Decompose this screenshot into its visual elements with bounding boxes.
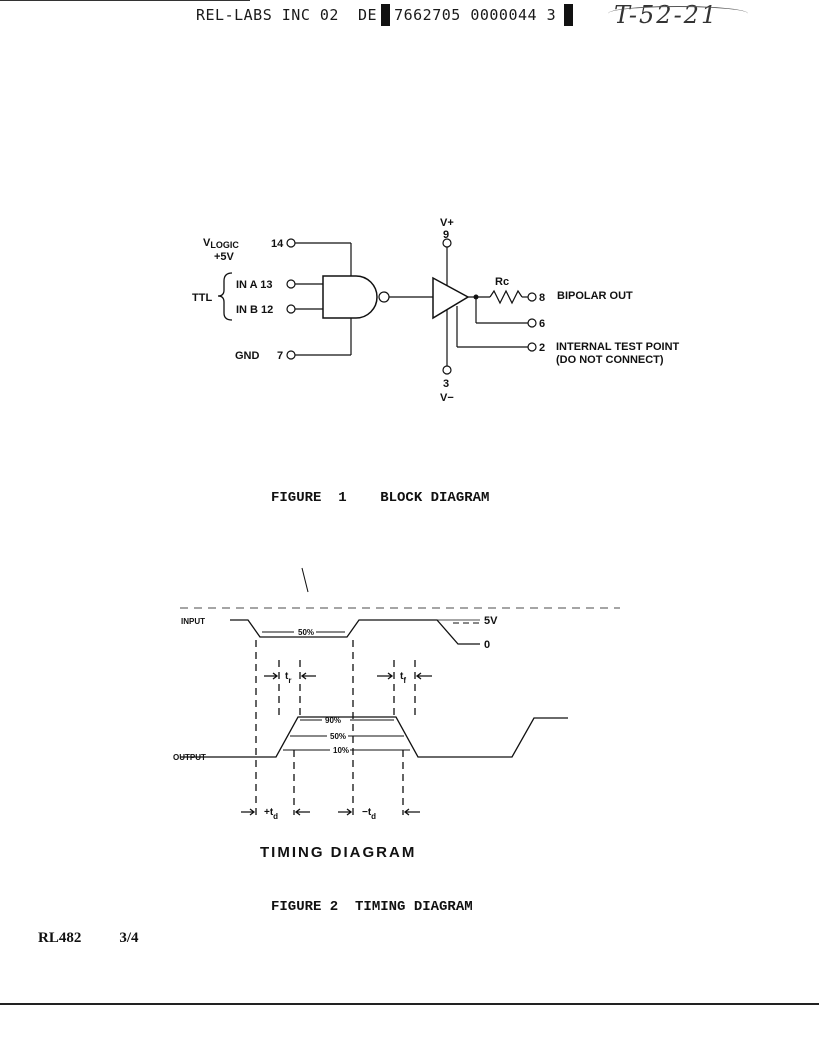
ten-percent-label: 10%: [333, 746, 349, 755]
bottom-rule: [0, 1003, 819, 1005]
bipolar-out-label: BIPOLAR OUT: [557, 290, 633, 302]
driver-amplifier-icon: [432, 276, 470, 320]
level-5v-label: 5V: [484, 615, 498, 627]
pin-2-terminal: [527, 342, 537, 352]
pin-8-label: 8: [539, 292, 545, 304]
rc-resistor-icon: [489, 289, 523, 305]
footer-part-number: RL482: [38, 930, 82, 946]
tf-arrow-left-icon: [377, 672, 394, 680]
vplus-label: V+: [440, 217, 454, 229]
block-diagram: VLOGIC +5V 14 TTL IN A 13 IN B 12 GND 7 …: [192, 217, 680, 404]
header-code: 7662705 0000044 3: [394, 6, 557, 24]
rc-label: Rc: [495, 276, 509, 288]
vlogic-label: VLOGIC: [203, 237, 239, 250]
pin-7-terminal: [286, 350, 296, 360]
pin-8-terminal: [527, 292, 537, 302]
ttl-brace-icon: [217, 272, 233, 321]
vlogic-voltage: +5V: [214, 251, 235, 263]
td-minus-arrow-right-icon: [403, 808, 420, 816]
inverter-bubble-icon: [378, 291, 390, 303]
timing-diagram: INPUT 50% OUTPUT 90% 50% 10% 5V 0 tr tf …: [173, 567, 620, 861]
timing-diagram-title: TIMING DIAGRAM: [260, 844, 416, 861]
td-minus-arrow-left-icon: [338, 808, 353, 816]
header-block-2: [564, 4, 574, 26]
ttl-label: TTL: [192, 292, 212, 304]
pin-2-label: 2: [539, 342, 545, 354]
output-label: OUTPUT: [173, 753, 206, 762]
footer-page-number: 3/4: [119, 930, 139, 946]
do-not-connect-label: (DO NOT CONNECT): [556, 354, 664, 366]
internal-test-point-label: INTERNAL TEST POINT: [556, 341, 680, 353]
input-waveform: [230, 619, 480, 645]
pin-3-label: 3: [443, 378, 449, 390]
input-b-label: IN B 12: [236, 304, 273, 316]
input-label: INPUT: [181, 617, 205, 626]
handwritten-underline: [608, 6, 748, 21]
junction-dot: [473, 294, 479, 300]
tf-label: tf: [400, 671, 406, 685]
td-minus-label: −td: [362, 807, 376, 821]
header-block: [381, 4, 391, 26]
pin-14-label: 14: [271, 238, 284, 250]
td-plus-label: +td: [264, 807, 278, 821]
tf-arrow-right-icon: [415, 672, 432, 680]
level-0-label: 0: [484, 639, 490, 651]
tr-arrow-left-icon: [264, 672, 279, 680]
output-waveform: [180, 716, 568, 758]
td-plus-arrow-left-icon: [241, 808, 256, 816]
nand-gate-icon: [322, 275, 378, 319]
input-fifty-label: 50%: [298, 628, 314, 637]
pin-14-terminal: [286, 238, 296, 248]
input-a-label: IN A 13: [236, 279, 272, 291]
pin-12-terminal: [286, 304, 296, 314]
header-company: REL-LABS INC 02 DE: [196, 6, 378, 24]
tr-label: tr: [285, 671, 291, 685]
pin-7-label: 7: [277, 350, 283, 362]
pin-6-terminal: [527, 318, 537, 328]
pin-6-label: 6: [539, 318, 545, 330]
figure-1-caption: FIGURE 1 BLOCK DIAGRAM: [271, 490, 490, 506]
pin-9-label: 9: [443, 229, 449, 241]
vminus-label: V−: [440, 392, 454, 404]
pin-3-terminal: [442, 365, 452, 375]
tr-arrow-right-icon: [300, 672, 316, 680]
footer-part-info: RL482 3/4: [38, 930, 139, 947]
pin-13-terminal: [286, 279, 296, 289]
header-title: REL-LABS INC 02 DE 7662705 0000044 3: [196, 4, 574, 26]
ninety-percent-label: 90%: [325, 716, 341, 725]
top-rule: [0, 0, 250, 1]
fifty-percent-label: 50%: [330, 732, 346, 741]
figure-2-caption: FIGURE 2 TIMING DIAGRAM: [271, 899, 473, 915]
td-plus-arrow-right-icon: [294, 808, 310, 816]
gnd-label: GND: [235, 350, 260, 362]
